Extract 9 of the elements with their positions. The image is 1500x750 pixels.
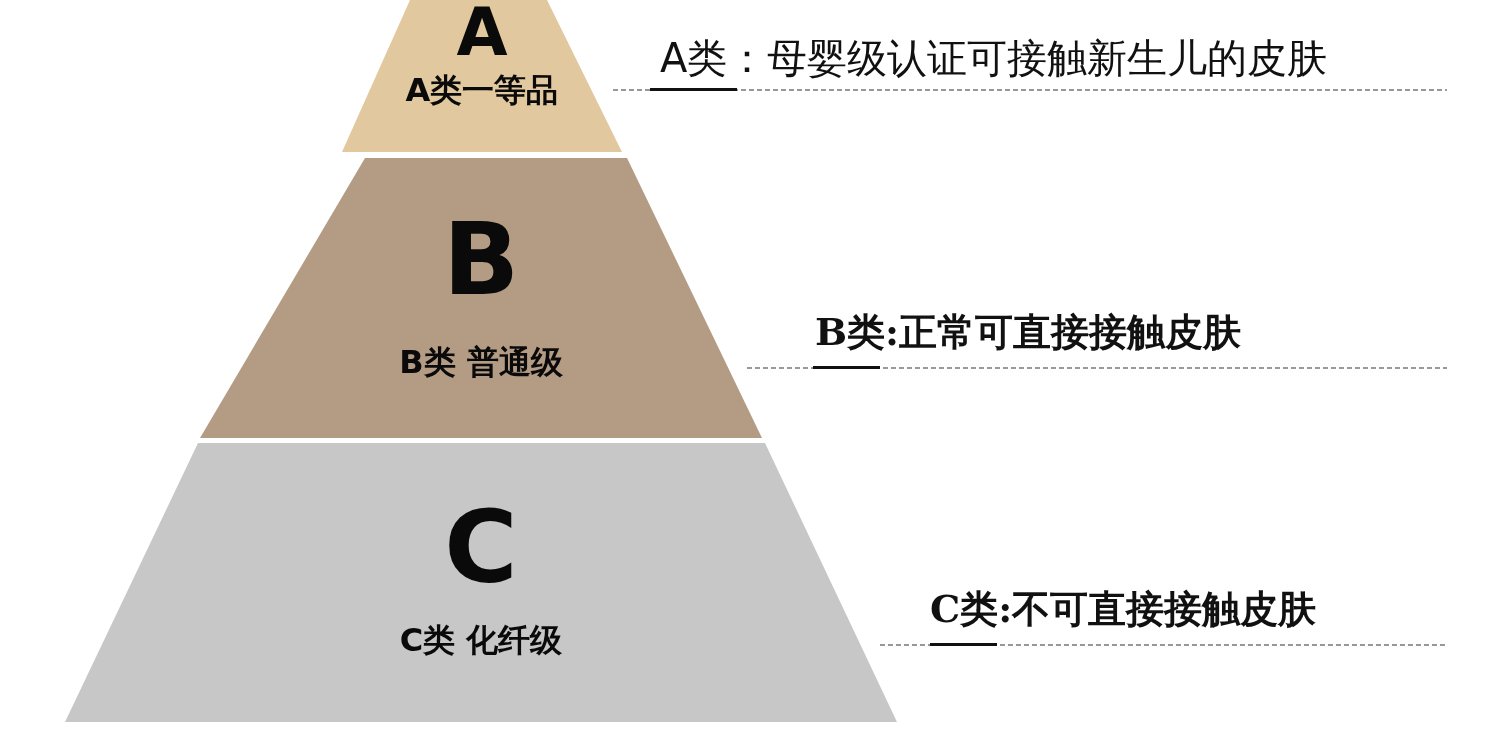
tier-label: B类 普通级 <box>399 343 563 382</box>
tier-description: A类：母婴级认证可接触新生儿的皮肤 <box>660 34 1328 82</box>
tier-label: C类 化纤级 <box>399 621 563 660</box>
tier-letter: C <box>444 498 518 598</box>
tier-description: B类:正常可直接接触皮肤 <box>815 309 1242 355</box>
tier-label: A类一等品 <box>405 71 559 110</box>
tier-description: C类:不可直接接触皮肤 <box>930 586 1317 632</box>
tier-letter: B <box>442 210 520 310</box>
tier-letter: A <box>456 0 508 66</box>
